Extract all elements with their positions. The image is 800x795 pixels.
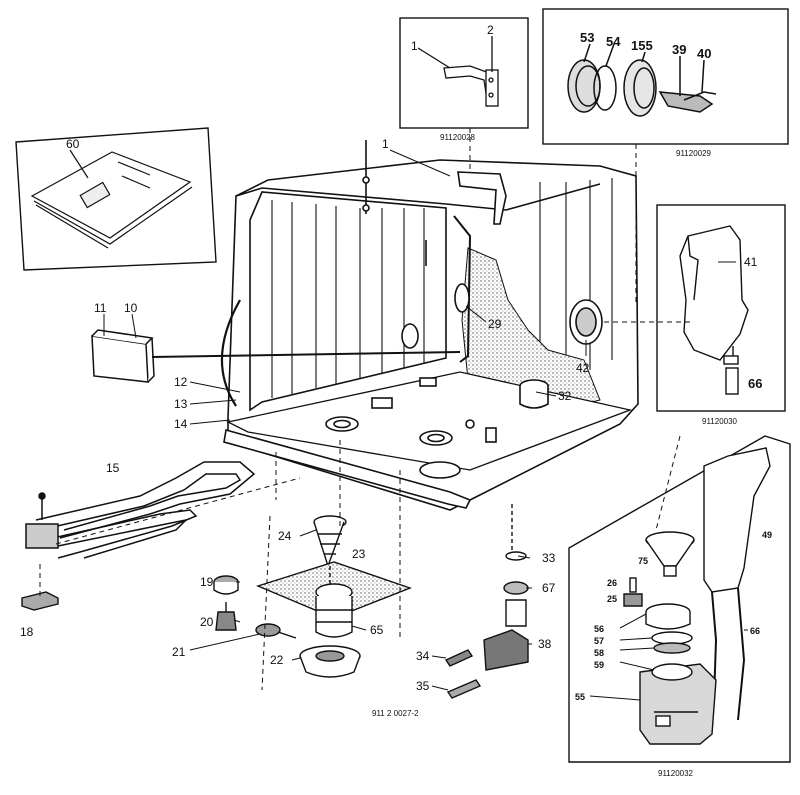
part-label-10: 10 <box>124 301 138 315</box>
inset-box-top-right <box>542 8 789 145</box>
part-label-67: 67 <box>542 581 556 595</box>
salt-container-drawing <box>623 447 771 745</box>
ref-code-top-right: 91120029 <box>676 149 712 158</box>
part-label-1-inset: 1 <box>411 39 418 53</box>
part-label-22: 22 <box>270 653 284 667</box>
part-label-42: 42 <box>576 361 590 375</box>
heating-element-drawing <box>25 461 256 559</box>
part-label-2: 2 <box>487 23 494 37</box>
seal-rings-drawing <box>567 43 717 117</box>
part-label-19: 19 <box>200 575 214 589</box>
part-label-59: 59 <box>594 660 604 670</box>
part-label-53: 53 <box>580 30 594 45</box>
part-label-20: 20 <box>200 615 214 629</box>
inset-box-manual <box>15 127 217 271</box>
small-parts-left-drawing <box>213 575 297 639</box>
ref-code-main: 911 2 0027-2 <box>372 709 419 718</box>
hinge-bracket-drawing <box>417 36 499 108</box>
part-label-49: 49 <box>762 530 772 540</box>
door-panel-drawing <box>91 329 461 383</box>
part-label-54: 54 <box>606 34 621 49</box>
part-label-12: 12 <box>174 375 188 389</box>
part-label-14: 14 <box>174 417 188 431</box>
dashed-guides <box>39 128 690 691</box>
part-label-56: 56 <box>594 624 604 634</box>
part-label-39: 39 <box>672 42 686 57</box>
reference-codes: 91120028 91120029 91120030 91120032 911 … <box>372 133 738 778</box>
element-bracket-drawing <box>21 591 59 611</box>
part-label-13: 13 <box>174 397 188 411</box>
part-label-29: 29 <box>488 317 502 331</box>
part-label-35: 35 <box>416 679 430 693</box>
part-label-57: 57 <box>594 636 604 646</box>
part-label-38: 38 <box>538 637 552 651</box>
part-label-66-inset: 66 <box>748 376 762 391</box>
ref-code-right-middle: 91120030 <box>702 417 738 426</box>
part-label-1-main: 1 <box>382 137 389 151</box>
inset-box-top-center <box>399 17 529 129</box>
drain-pump-drawing <box>444 504 529 699</box>
part-label-32: 32 <box>558 389 572 403</box>
part-label-18: 18 <box>20 625 34 639</box>
part-label-58: 58 <box>594 648 604 658</box>
part-label-40: 40 <box>697 46 711 61</box>
softener-housing-drawing <box>679 225 749 395</box>
dishwasher-tub-drawing <box>220 140 639 511</box>
part-label-26: 26 <box>607 578 617 588</box>
filter-assembly-drawing <box>255 515 413 678</box>
part-label-34: 34 <box>416 649 430 663</box>
ref-code-bottom-right: 91120032 <box>658 769 694 778</box>
part-label-66-bottom: 66 <box>750 626 760 636</box>
part-label-11: 11 <box>94 301 107 315</box>
part-label-41: 41 <box>744 255 758 269</box>
part-label-23: 23 <box>352 547 366 561</box>
part-labels: 1 2 53 54 155 39 40 60 1 41 11 10 29 42 … <box>20 23 772 702</box>
part-label-75: 75 <box>638 556 648 566</box>
ref-code-top-center: 91120028 <box>440 133 476 142</box>
part-label-33: 33 <box>542 551 556 565</box>
part-label-15: 15 <box>106 461 120 475</box>
part-label-155: 155 <box>631 38 653 53</box>
part-label-55: 55 <box>575 692 585 702</box>
part-label-24: 24 <box>278 529 292 543</box>
leader-lines <box>103 149 748 701</box>
inset-box-right-middle <box>656 204 786 412</box>
part-label-25: 25 <box>607 594 617 604</box>
part-label-21: 21 <box>172 645 186 659</box>
part-label-65: 65 <box>370 623 384 637</box>
manual-booklet-drawing <box>30 149 193 249</box>
part-label-60: 60 <box>66 137 80 151</box>
